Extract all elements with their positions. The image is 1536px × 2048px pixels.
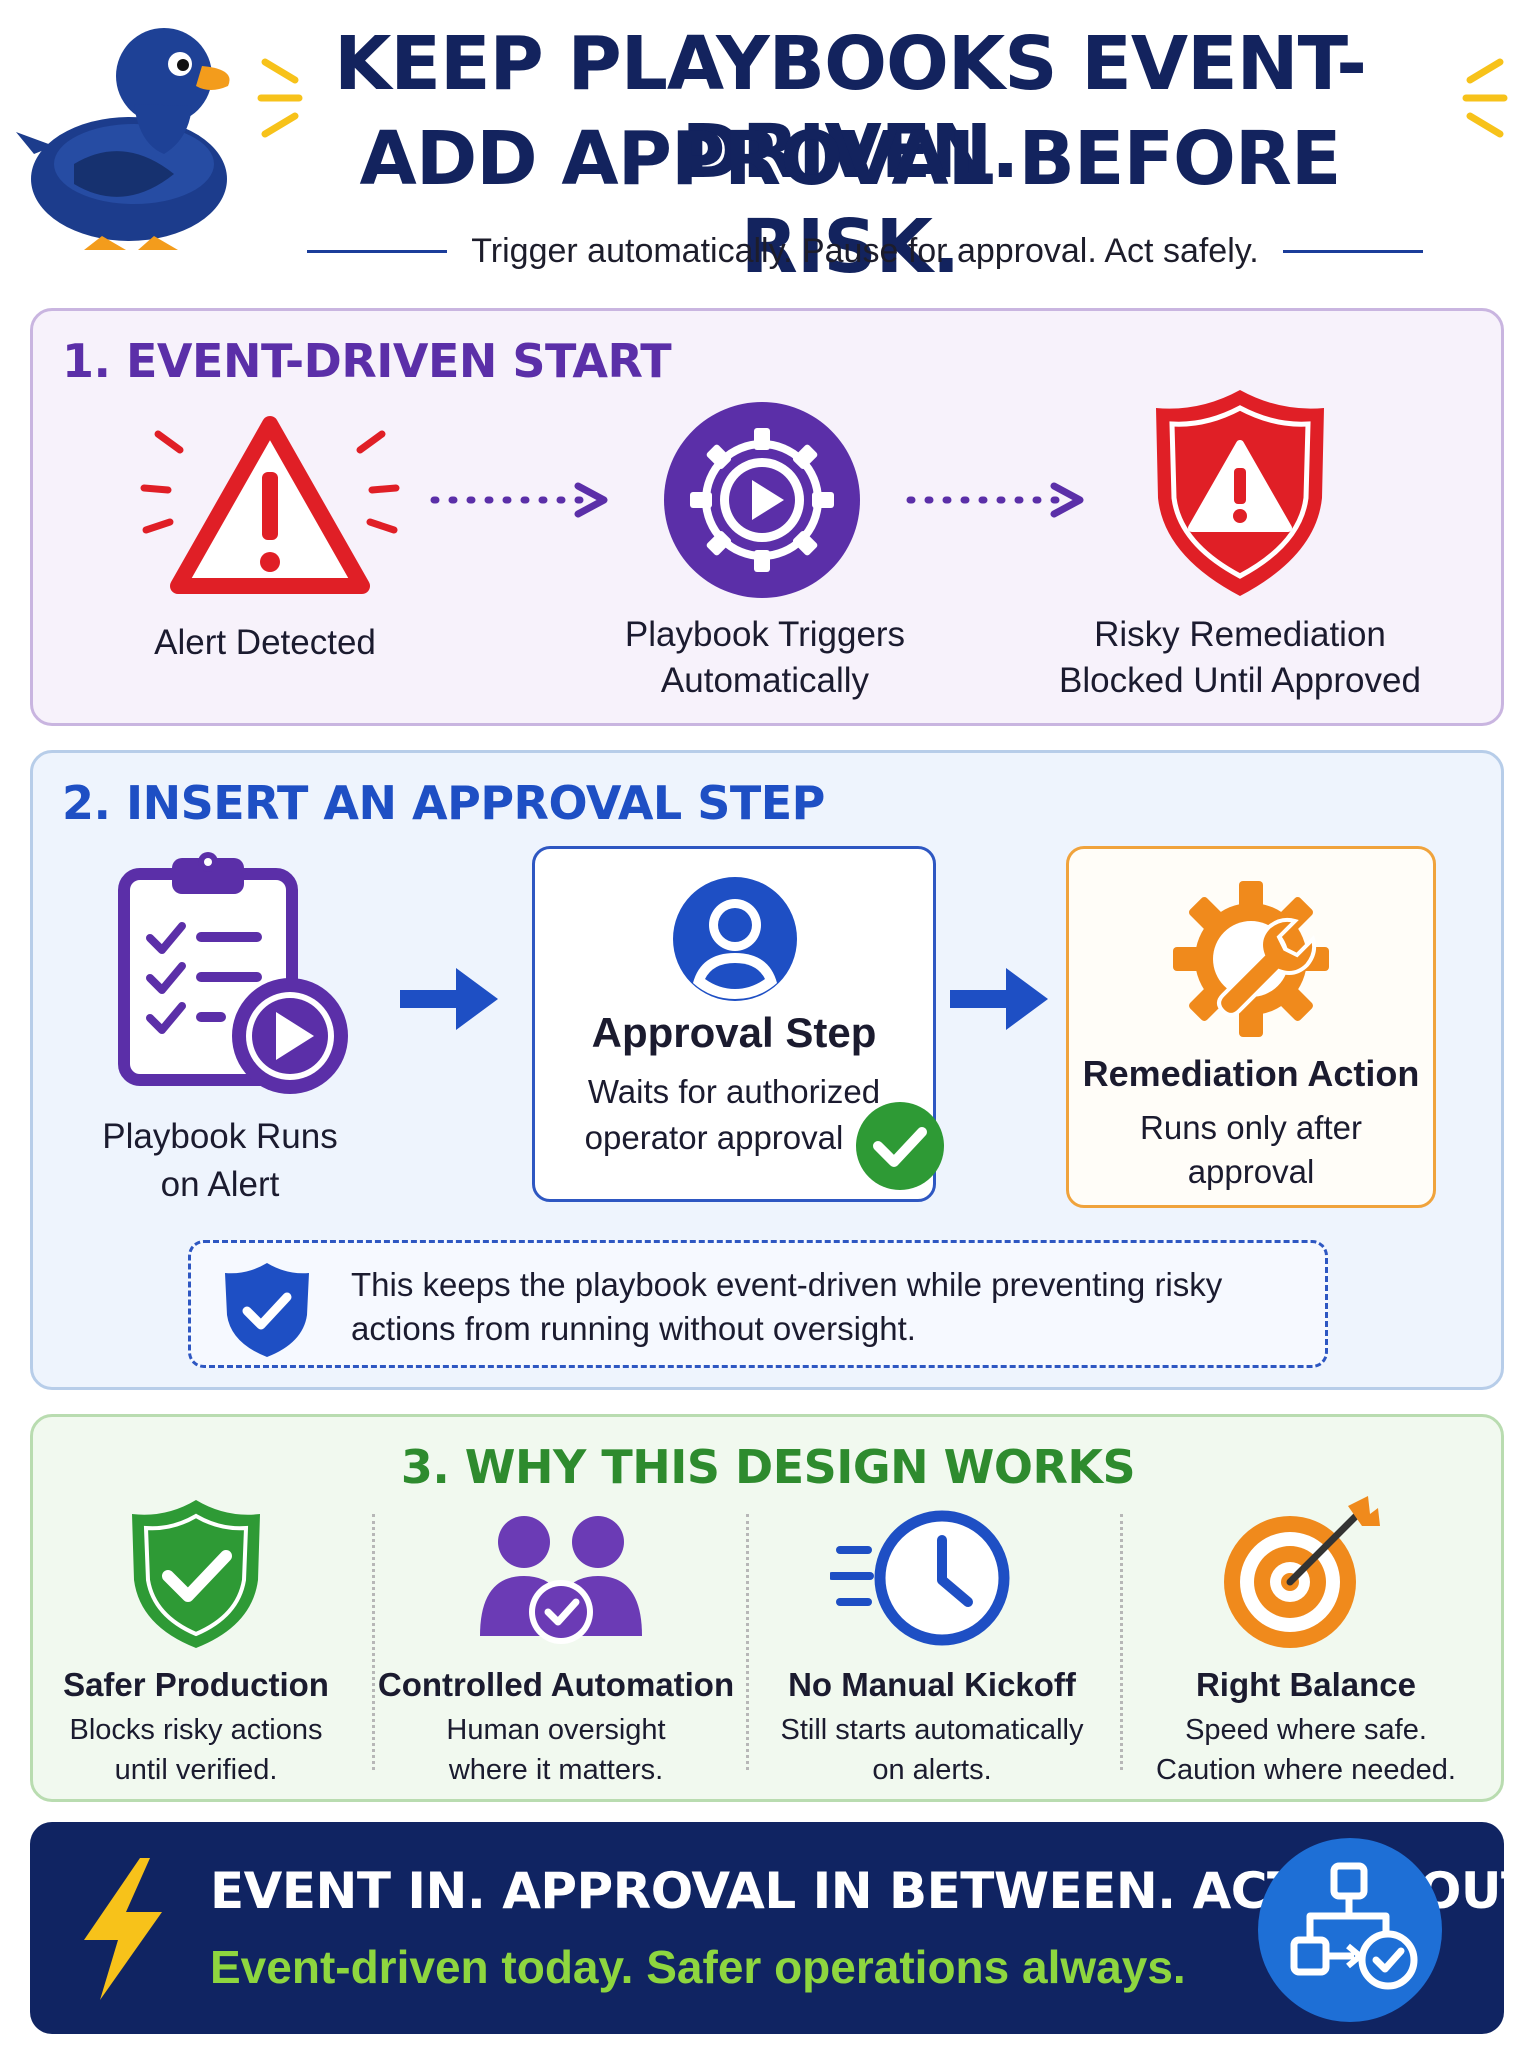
approved-check-icon <box>856 1102 944 1190</box>
section1-title: 1. EVENT-DRIVEN START <box>62 334 672 388</box>
dotted-arrow-1-icon <box>430 482 608 518</box>
arrow-right-1-icon <box>400 968 498 1030</box>
duck-mascot-icon <box>16 28 230 250</box>
approval-step-desc-line2: operator approval <box>584 1119 844 1156</box>
why-controlled-automation-title: Controlled Automation <box>377 1666 735 1703</box>
page-title-line1: KEEP PLAYBOOKS EVENT-DRIVEN. <box>334 21 1367 195</box>
remediation-action-title: Remediation Action <box>1082 1053 1420 1094</box>
gear-wrench-icon <box>1173 881 1329 1037</box>
shield-warning-icon <box>1156 390 1324 596</box>
header: KEEP PLAYBOOKS EVENT-DRIVEN. ADD APPROVA… <box>0 0 1536 300</box>
subtitle-rule-right <box>1282 249 1423 253</box>
page-subtitle: Trigger automatically. Pause for approva… <box>471 231 1259 270</box>
approval-note-line2: actions from running without oversight. <box>351 1310 916 1347</box>
warning-triangle-icon <box>140 416 400 594</box>
gear-play-icon <box>664 402 860 598</box>
why-safer-production-desc-line1: Blocks risky actions <box>69 1714 323 1746</box>
column-divider-3 <box>1120 1514 1123 1770</box>
shield-check-icon <box>132 1500 260 1648</box>
why-no-manual-kickoff-desc-line2: on alerts. <box>872 1754 992 1786</box>
why-no-manual-kickoff-title: No Manual Kickoff <box>788 1666 1076 1703</box>
why-right-balance-title: Right Balance <box>1195 1666 1417 1703</box>
approval-step-desc-line1: Waits for authorized <box>587 1073 881 1110</box>
why-safer-production-title: Safer Production <box>63 1666 329 1703</box>
step-alert-detected-label: Alert Detected <box>154 623 376 662</box>
footer-tagline: Event-driven today. Safer operations alw… <box>210 1941 1186 1993</box>
playbook-runs-label-line1: Playbook Runs <box>102 1117 338 1156</box>
approval-step-title: Approval Step <box>591 1009 877 1056</box>
section2-title: 2. INSERT AN APPROVAL STEP <box>62 776 825 830</box>
user-icon <box>673 877 797 1001</box>
approval-note-line1: This keeps the playbook event-driven whi… <box>351 1266 1223 1303</box>
workflow-approved-icon <box>1258 1838 1442 2022</box>
target-icon <box>1224 1496 1380 1648</box>
people-check-icon <box>480 1516 642 1644</box>
column-divider-2 <box>746 1514 749 1770</box>
step-playbook-triggers-line2: Automatically <box>660 661 870 700</box>
why-controlled-automation-desc-line1: Human oversight <box>446 1714 666 1746</box>
why-right-balance-desc-line2: Caution where needed. <box>1156 1754 1456 1786</box>
approval-note-box: This keeps the playbook event-driven whi… <box>188 1240 1328 1368</box>
why-right-balance-desc-line1: Speed where safe. <box>1185 1714 1427 1746</box>
step-risky-remediation-line1: Risky Remediation <box>1094 615 1386 654</box>
section3-title: 3. WHY THIS DESIGN WORKS <box>400 1440 1136 1494</box>
fast-clock-icon <box>830 1510 1010 1646</box>
approval-note-text: This keeps the playbook event-driven whi… <box>351 1263 1311 1351</box>
remediation-action-card: Remediation Action Runs only after appro… <box>1066 846 1436 1208</box>
page-title-line2: ADD APPROVAL BEFORE RISK. <box>359 116 1342 290</box>
lightning-bolt-icon <box>84 1858 162 2000</box>
emphasis-lines-left-icon <box>257 58 303 138</box>
emphasis-lines-right-icon <box>1462 58 1508 138</box>
column-divider-1 <box>372 1514 375 1770</box>
dotted-arrow-2-icon <box>906 482 1084 518</box>
step-playbook-triggers-line1: Playbook Triggers <box>624 615 906 654</box>
arrow-right-2-icon <box>950 968 1048 1030</box>
footer-banner: EVENT IN. APPROVAL IN BETWEEN. ACTION OU… <box>30 1822 1536 2034</box>
why-controlled-automation-desc-line2: where it matters. <box>448 1754 664 1786</box>
playbook-runs-label-line2: on Alert <box>160 1165 280 1204</box>
clipboard-play-icon <box>118 852 348 1094</box>
step-risky-remediation-line2: Blocked Until Approved <box>1059 661 1421 700</box>
subtitle-row: Trigger automatically. Pause for approva… <box>265 226 1465 276</box>
subtitle-rule-left <box>307 249 448 253</box>
why-no-manual-kickoff-desc-line1: Still starts automatically <box>780 1714 1084 1746</box>
remediation-action-desc-line1: Runs only after <box>1140 1109 1362 1146</box>
why-safer-production-desc-line2: until verified. <box>114 1754 278 1786</box>
shield-check-small-icon <box>225 1263 309 1357</box>
remediation-action-desc-line2: approval <box>1187 1153 1315 1190</box>
